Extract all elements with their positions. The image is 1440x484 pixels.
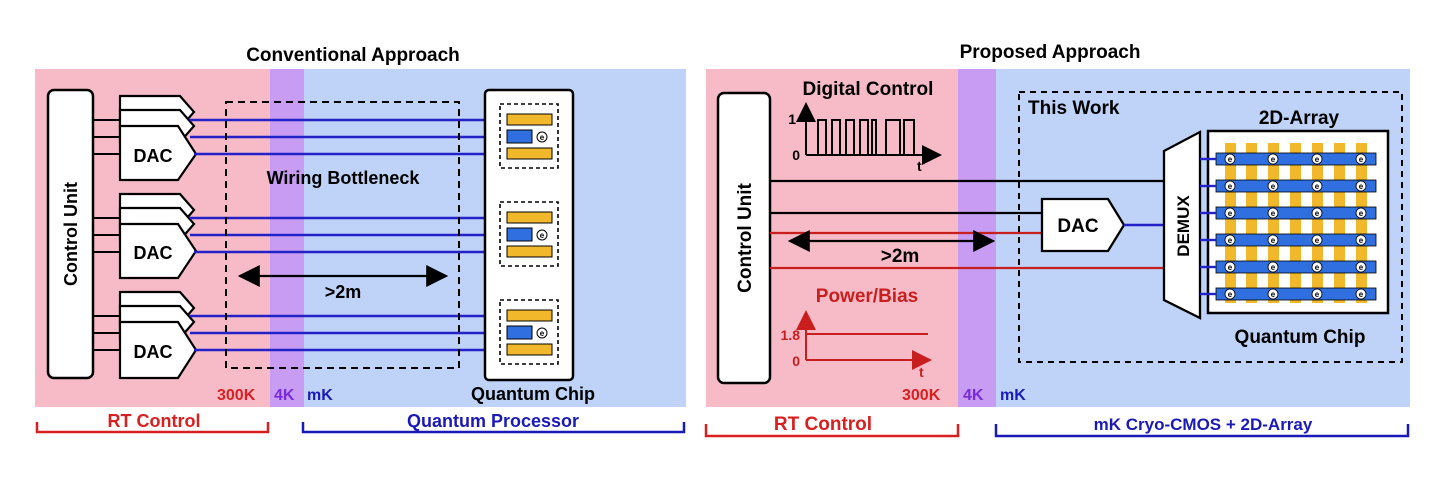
power-axis-t: t: [919, 364, 924, 380]
right-panel: Proposed Approach Control Unit Digital C…: [704, 42, 1410, 438]
digital-tick-0: 0: [792, 147, 800, 163]
left-temp-300k: 300K: [217, 387, 256, 404]
digital-waveform: [806, 119, 925, 156]
array-electron-label: e: [1359, 182, 1364, 191]
array-electron-label: e: [1315, 182, 1320, 191]
array-electron-label: e: [1228, 290, 1233, 299]
left-qp-bracket-label: Quantum Processor: [407, 411, 579, 431]
right-temp-mk: mK: [1000, 387, 1026, 404]
right-dac-label: DAC: [1057, 216, 1098, 237]
left-quantum-chip-label: Quantum Chip: [471, 384, 595, 404]
array-electron-label: e: [1271, 182, 1276, 191]
power-bias-label: Power/Bias: [816, 286, 918, 307]
right-rt-bracket-label: RT Control: [774, 414, 872, 435]
array-blue-rows: [1215, 152, 1377, 301]
left-title: Conventional Approach: [246, 45, 460, 66]
right-cryo-bracket-label: mK Cryo-CMOS + 2D-Array: [1094, 415, 1313, 434]
array-electron-label: e: [1228, 155, 1233, 164]
right-4k-region: [958, 69, 996, 407]
right-title: Proposed Approach: [960, 42, 1141, 63]
array-electron-label: e: [1315, 290, 1320, 299]
left-control-unit-label: Control Unit: [61, 182, 81, 286]
right-temp-300k: 300K: [902, 387, 941, 404]
left-qubit-group-2: [499, 201, 559, 267]
array-electron-label: e: [1271, 209, 1276, 218]
left-panel: Conventional Approach Control Unit DAC D…: [35, 45, 686, 434]
array-title: 2D-Array: [1259, 108, 1340, 129]
left-dac-label-1: DAC: [134, 146, 173, 166]
demux-to-array-wires: [1200, 157, 1216, 296]
array-electron-label: e: [1315, 155, 1320, 164]
right-dac-shape: [1040, 197, 1126, 253]
array-electron-label: e: [1271, 290, 1276, 299]
left-dac-label-2: DAC: [134, 243, 173, 263]
array-electron-label: e: [1359, 209, 1364, 218]
demux-shape: [1162, 130, 1202, 320]
array-electron-label: e: [1315, 209, 1320, 218]
array-electron-label: e: [1228, 209, 1233, 218]
array-electron-label: e: [1228, 236, 1233, 245]
left-distance-label: >2m: [325, 282, 362, 302]
left-dac-label-3: DAC: [134, 342, 173, 362]
right-distance-label: >2m: [881, 246, 920, 267]
left-cu-links: [93, 119, 120, 351]
left-electron-1: e: [540, 133, 545, 142]
right-cryo-bracket: [994, 424, 1410, 438]
array-electron-label: e: [1271, 236, 1276, 245]
left-dac-stack-3: [118, 290, 198, 380]
array-electron-label: e: [1359, 236, 1364, 245]
array-electron-label: e: [1228, 263, 1233, 272]
right-control-unit-label: Control Unit: [735, 182, 756, 292]
power-tick-0: 0: [792, 353, 800, 369]
digital-control-label: Digital Control: [803, 79, 934, 100]
left-temp-4k: 4K: [274, 387, 295, 404]
array-electron-labels: e e e e e e e e e e e e e e e e e e e e e e e e: [1228, 155, 1364, 299]
demux-label: DEMUX: [1174, 195, 1193, 257]
wiring-bottleneck-label: Wiring Bottleneck: [267, 168, 421, 188]
left-qp-bracket: [301, 422, 686, 434]
left-electron-3: e: [540, 329, 545, 338]
left-temp-mk: mK: [307, 387, 333, 404]
this-work-label: This Work: [1028, 98, 1120, 119]
left-rt-bracket-label: RT Control: [108, 411, 201, 431]
left-dac-stack-1: [118, 94, 198, 182]
array-electron-label: e: [1315, 236, 1320, 245]
right-temp-4k: 4K: [963, 387, 984, 404]
array-electron-label: e: [1271, 155, 1276, 164]
left-dac-stack-2: [118, 192, 198, 280]
right-rt-bracket: [704, 424, 960, 438]
array-gold-columns: [1225, 143, 1367, 303]
left-qubit-group-3: [499, 299, 559, 365]
array-electrons: [1224, 153, 1367, 300]
array-electron-label: e: [1271, 263, 1276, 272]
wiring-bottleneck-box: [225, 101, 460, 369]
array-electron-label: e: [1359, 263, 1364, 272]
right-control-unit-box: [716, 91, 772, 385]
left-qubit-group-1: [499, 103, 559, 169]
array-electron-label: e: [1359, 290, 1364, 299]
left-blue-wires: [190, 118, 510, 352]
right-quantum-chip-label: Quantum Chip: [1235, 327, 1366, 348]
array-electron-label: e: [1359, 155, 1364, 164]
digital-tick-1: 1: [788, 111, 796, 127]
digital-axis-t: t: [917, 158, 922, 174]
this-work-box: [1018, 91, 1403, 363]
left-rt-bracket: [35, 422, 270, 434]
left-electron-2: e: [540, 231, 545, 240]
array-electron-label: e: [1228, 182, 1233, 191]
power-tick-18: 1.8: [781, 327, 801, 343]
array-electron-label: e: [1315, 263, 1320, 272]
